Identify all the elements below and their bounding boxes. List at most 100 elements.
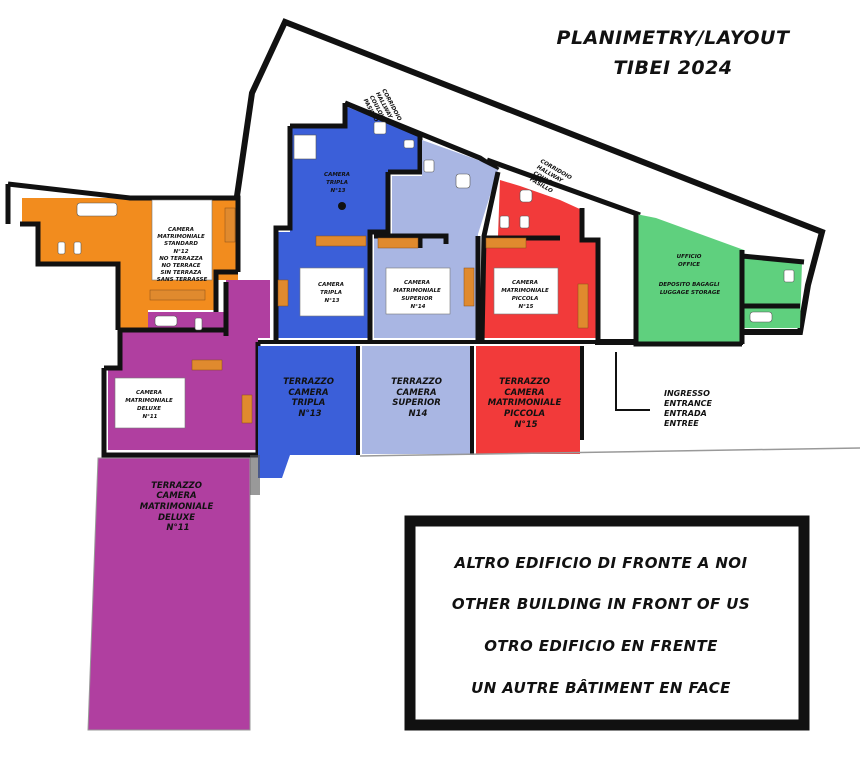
terrace-14-floor xyxy=(362,346,472,454)
terrace-14-label: TERRAZZO CAMERA SUPERIOR N14 xyxy=(391,377,445,419)
terrace-14-line: TERRAZZO xyxy=(391,377,442,387)
terrace-13-floor xyxy=(258,346,358,478)
terrace-13-line: TRIPLA xyxy=(292,398,326,408)
toilet-icon xyxy=(194,317,203,331)
wardrobe xyxy=(577,283,589,329)
terrace-13-line: TERRAZZO xyxy=(283,377,334,387)
terrace-15-line: N°15 xyxy=(514,420,537,430)
sink-icon xyxy=(373,121,387,135)
office-title-line: OFFICE xyxy=(678,262,700,268)
notice-line-es: OTRO EDIFICIO EN FRENTE xyxy=(484,637,718,655)
room-13-line: TRIPLA xyxy=(320,290,342,296)
terrace-11-label: TERRAZZO CAMERA MATRIMONIALE DELUXE N°11 xyxy=(140,481,216,533)
terrace-11-line: TERRAZZO xyxy=(151,481,202,491)
wardrobe xyxy=(463,267,475,307)
room-14-line: SUPERIOR xyxy=(401,296,432,302)
office-label: UFFICIO OFFICE DEPOSITO BAGAGLI LUGGAGE … xyxy=(659,254,722,296)
room-11-line: N°11 xyxy=(142,414,157,420)
room-13-walls xyxy=(273,100,423,342)
notice-line-fr: UN AUTRE BÂTIMENT EN FACE xyxy=(471,678,731,697)
room-12-line: STANDARD xyxy=(164,241,198,247)
desk xyxy=(315,235,367,247)
toilet-icon xyxy=(783,269,795,283)
terrace-11-line: N°11 xyxy=(166,523,189,533)
wardrobe xyxy=(277,279,289,307)
plan-title-line2: TIBEI 2024 xyxy=(613,57,732,79)
notice-line-en: OTHER BUILDING IN FRONT OF US xyxy=(452,595,750,613)
room-12-line: CAMERA xyxy=(168,227,194,233)
room-11-label: CAMERA MATRIMONIALE DELUXE N°11 xyxy=(125,390,174,420)
sink-icon xyxy=(455,173,471,189)
terrace-11-line: MATRIMONIALE xyxy=(140,502,214,512)
room-11-line: MATRIMONIALE xyxy=(125,398,173,404)
toilet-icon xyxy=(423,159,435,173)
desk xyxy=(191,359,223,371)
wardrobe xyxy=(241,394,253,424)
terrace-15-floor xyxy=(476,346,580,454)
room-13-upper-line: CAMERA xyxy=(324,172,350,178)
terrace-rail xyxy=(359,447,860,457)
entrance-marker: INGRESSO ENTRANCE ENTRADA ENTREE xyxy=(615,352,713,428)
terrace-15-line: PICCOLA xyxy=(504,409,545,419)
room-12: CAMERA MATRIMONIALE STANDARD N°12 NO TER… xyxy=(5,181,241,330)
room-12-line: NO TERRAZZA xyxy=(159,256,203,262)
room-12-line: SIN TERRAZA xyxy=(161,270,202,276)
room-14-label: CAMERA MATRIMONIALE SUPERIOR N°14 xyxy=(393,280,442,310)
room-13-upper-line: N°13 xyxy=(330,188,345,194)
terrace-15: TERRAZZO CAMERA MATRIMONIALE PICCOLA N°1… xyxy=(476,346,580,454)
room-12-line: MATRIMONIALE xyxy=(157,234,205,240)
room-11-line: CAMERA xyxy=(136,390,162,396)
room-13-line: CAMERA xyxy=(318,282,344,288)
entrance-line: ENTREE xyxy=(664,419,699,428)
room-14-line: CAMERA xyxy=(404,280,430,286)
toilet-icon xyxy=(499,215,510,229)
toilet-icon xyxy=(403,139,415,149)
sink-icon xyxy=(76,202,118,217)
terrace-13-line: CAMERA xyxy=(288,388,328,398)
entrance-arrow-icon xyxy=(615,352,650,411)
terrace-14-line: N14 xyxy=(409,409,428,419)
terrace-11-floor xyxy=(87,457,251,731)
office-floor xyxy=(636,214,744,342)
other-building-notice: ALTRO EDIFICIO DI FRONTE A NOI OTHER BUI… xyxy=(404,515,810,731)
room-15-line: CAMERA xyxy=(512,280,538,286)
entrance-line: INGRESSO xyxy=(664,389,710,398)
toilet-icon xyxy=(73,241,82,255)
terrace-15-line: TERRAZZO xyxy=(499,377,550,387)
room-15-bed xyxy=(493,267,559,315)
room-15-line: MATRIMONIALE xyxy=(501,288,549,294)
room-12-walls xyxy=(5,181,241,330)
terrace-15-line: CAMERA xyxy=(504,388,544,398)
terrace-15-line: MATRIMONIALE xyxy=(488,398,562,408)
room-11-bed xyxy=(114,377,186,429)
terrace-walls xyxy=(258,340,598,455)
room-12-label-box xyxy=(151,199,213,281)
room-14-walls xyxy=(374,233,481,342)
room-15-line: N°15 xyxy=(518,304,533,310)
shower-icon xyxy=(293,134,317,160)
terrace-14: TERRAZZO CAMERA SUPERIOR N14 xyxy=(362,346,472,454)
notice-frame xyxy=(404,515,810,731)
terrace-13-line: N°13 xyxy=(298,409,321,419)
office-walls xyxy=(633,212,805,347)
room-12-line: SANS TERRASSE xyxy=(157,277,208,283)
desk xyxy=(149,289,206,301)
room-13-upper-line: TRIPLA xyxy=(326,180,348,186)
terrace-11-line: DELUXE xyxy=(158,513,195,523)
terrace-11-line: CAMERA xyxy=(156,491,196,501)
room-12-line: N°12 xyxy=(174,249,189,255)
terrace-13-label: TERRAZZO CAMERA TRIPLA N°13 xyxy=(283,377,337,419)
terrace-14-line: CAMERA xyxy=(396,388,436,398)
room-13-upper-label: CAMERA TRIPLA N°13 xyxy=(324,172,352,194)
column-marker xyxy=(338,202,346,210)
toilet-icon xyxy=(519,215,530,229)
desk xyxy=(485,237,527,249)
room-13-label: CAMERA TRIPLA N°13 xyxy=(318,282,346,304)
terrace-13: TERRAZZO CAMERA TRIPLA N°13 xyxy=(250,346,358,495)
desk xyxy=(377,237,419,249)
terrace-14-line: SUPERIOR xyxy=(392,398,441,408)
room-14-line: MATRIMONIALE xyxy=(393,288,441,294)
sink-icon xyxy=(154,315,178,327)
office: UFFICIO OFFICE DEPOSITO BAGAGLI LUGGAGE … xyxy=(633,212,805,347)
